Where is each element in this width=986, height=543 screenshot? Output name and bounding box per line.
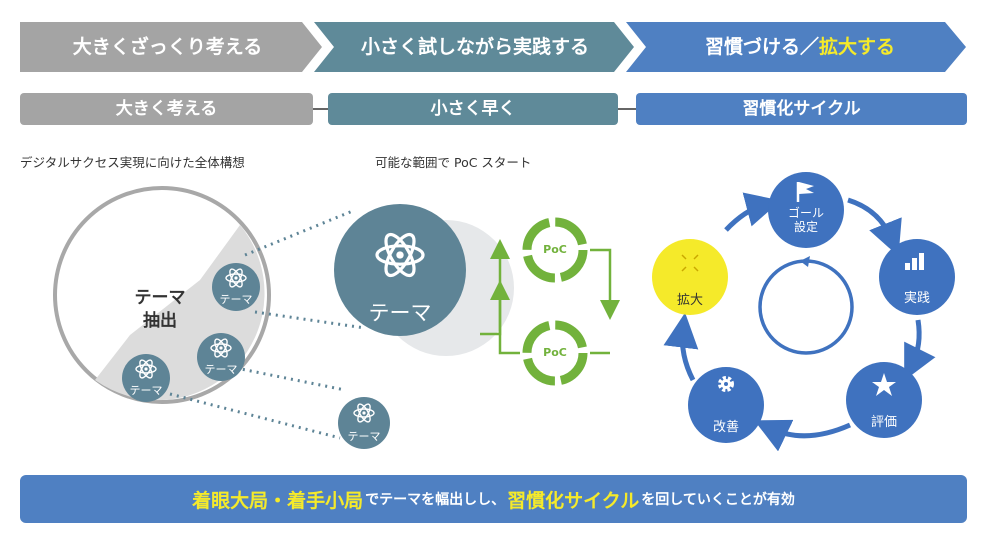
expand-arrows-icon bbox=[681, 254, 699, 272]
description-poc-start: 可能な範囲で PoC スタート bbox=[375, 155, 532, 170]
subheader-think-big: 大きく考える bbox=[20, 93, 313, 125]
bar-chart-icon bbox=[905, 253, 924, 270]
poc-loop bbox=[480, 239, 620, 355]
poc-top-label: PoC bbox=[543, 243, 567, 256]
summary-part1: 着眼大局・着手小局 bbox=[192, 489, 364, 512]
star-icon bbox=[872, 373, 896, 396]
summary-banner: 着眼大局・着手小局 でテーマを幅出しし、 習慣化サイクル を回していくことが有効 bbox=[20, 475, 967, 523]
subheader-small-fast: 小さく早く bbox=[328, 93, 618, 125]
cycle-evaluate-label: 評価 bbox=[870, 415, 897, 430]
gear-icon bbox=[718, 376, 734, 392]
dotted-connectors bbox=[169, 208, 366, 440]
header-chevrons bbox=[20, 22, 966, 72]
big-theme-circle bbox=[334, 204, 514, 356]
cycle-practice-label: 実践 bbox=[903, 291, 930, 306]
header-step1-arrow bbox=[20, 22, 322, 72]
cycle-improve-label: 改善 bbox=[712, 420, 739, 435]
cycle-goal-line1: ゴール bbox=[787, 206, 824, 220]
cycle-goal-label: ゴール設定 bbox=[781, 206, 831, 234]
theme-node-1-label: テーマ bbox=[219, 293, 253, 306]
theme-node-3-label: テーマ bbox=[129, 384, 163, 397]
theme-node-2-label: テーマ bbox=[204, 363, 238, 376]
extraction-title-line1: テーマ bbox=[134, 288, 186, 308]
poc-bottom-label: PoC bbox=[543, 346, 567, 359]
main-illustration bbox=[53, 172, 955, 452]
theme-node-1 bbox=[212, 263, 260, 311]
theme-node-4 bbox=[338, 397, 390, 449]
subheader-connectors bbox=[313, 108, 636, 110]
poc-node-top bbox=[522, 217, 588, 283]
flag-icon bbox=[796, 182, 814, 202]
extraction-title-line2: 抽出 bbox=[143, 311, 177, 331]
big-theme-label: テーマ bbox=[368, 301, 432, 325]
header-step3-part2: 拡大する bbox=[819, 36, 896, 58]
theme-node-2 bbox=[197, 333, 245, 381]
cycle-goal-line2: 設定 bbox=[793, 220, 818, 234]
header-step3-arrow bbox=[626, 22, 966, 72]
habit-cycle bbox=[652, 172, 955, 452]
subheader-habit-cycle: 習慣化サイクル bbox=[636, 93, 967, 125]
theme-node-4-label: テーマ bbox=[347, 430, 381, 443]
summary-part4: を回していくことが有効 bbox=[641, 492, 795, 508]
summary-part3: 習慣化サイクル bbox=[507, 489, 640, 512]
header-step2-arrow bbox=[314, 22, 634, 72]
poc-node-bottom bbox=[522, 320, 588, 386]
header-step1-label: 大きくざっくり考える bbox=[72, 36, 263, 58]
header-step3-part1: 習慣づける／ bbox=[704, 36, 819, 58]
cycle-expand-label: 拡大 bbox=[676, 293, 703, 308]
header-step2-label: 小さく試しながら実践する bbox=[360, 36, 589, 58]
theme-node-3 bbox=[122, 354, 170, 402]
summary-part2: でテーマを幅出しし、 bbox=[365, 492, 506, 508]
description-overall-plan: デジタルサクセス実現に向けた全体構想 bbox=[20, 155, 245, 170]
header-step3-label: 習慣づける／拡大する bbox=[645, 27, 955, 67]
